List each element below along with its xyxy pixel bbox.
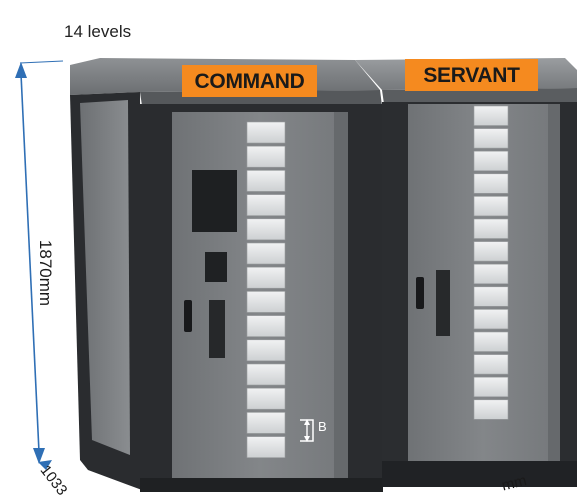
command-keypad [209, 300, 225, 358]
command-locker-9 [246, 315, 286, 337]
command-locker-3 [246, 170, 286, 192]
command-side-panel [80, 100, 130, 455]
servant-locker-12 [473, 354, 509, 375]
servant-locker-4 [473, 173, 509, 194]
servant-locker-1 [473, 105, 509, 126]
height-dimension-arrow [15, 60, 64, 464]
command-locker-4 [246, 194, 286, 216]
levels-label: 14 levels [64, 22, 132, 41]
command-locker-8 [246, 291, 286, 313]
command-locker-5 [246, 218, 286, 241]
depth-dimension-arrow [38, 460, 52, 470]
command-locker-10 [246, 339, 286, 362]
servant-locker-2 [473, 128, 509, 149]
servant-tag-label: SERVANT [423, 64, 520, 87]
door-handle-icon [184, 300, 192, 332]
command-locker-1 [246, 121, 286, 144]
servant-locker-13 [473, 376, 509, 398]
servant-cabinet [355, 58, 577, 487]
servant-tag: SERVANT [405, 59, 538, 91]
command-tag: COMMAND [182, 65, 317, 97]
command-locker-14 [246, 436, 286, 458]
servant-locker-9 [473, 286, 509, 307]
servant-locker-11 [473, 331, 509, 352]
command-locker-2 [246, 145, 286, 168]
servant-locker-6 [473, 218, 509, 239]
servant-locker-14 [473, 399, 509, 420]
command-locker-6 [246, 242, 286, 265]
command-locker-13 [246, 412, 286, 434]
slot-marker-label: B [318, 419, 327, 434]
height-label: 1870mm [36, 239, 55, 307]
command-locker-11 [246, 363, 286, 386]
command-locker-12 [246, 387, 286, 410]
servant-locker-column [473, 105, 509, 420]
command-cabinet [70, 58, 383, 492]
door-handle-icon [416, 277, 424, 309]
command-locker-column [246, 121, 286, 458]
servant-keypad [436, 270, 450, 336]
servant-locker-8 [473, 263, 509, 285]
servant-locker-7 [473, 241, 509, 262]
command-locker-7 [246, 266, 286, 289]
command-screen [192, 170, 237, 232]
servant-locker-3 [473, 150, 509, 171]
command-tag-label: COMMAND [194, 70, 305, 93]
command-card-reader [205, 252, 227, 282]
servant-locker-5 [473, 196, 509, 217]
servant-locker-10 [473, 309, 509, 330]
